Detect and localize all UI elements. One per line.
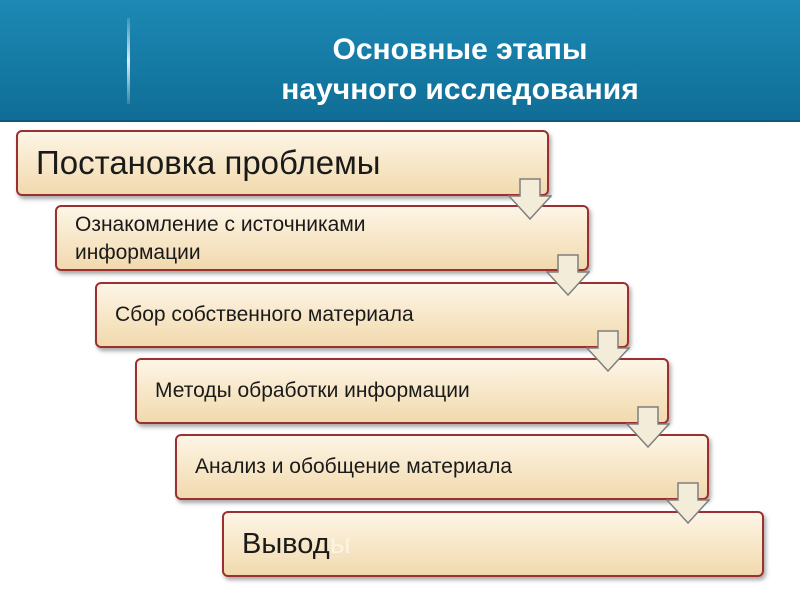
step-label: Постановка проблемы — [36, 144, 381, 181]
step-box-data-collection: Сбор собственного материала — [95, 282, 629, 348]
step-box-conclusions: Выводы — [222, 511, 764, 577]
step-box-source-review: Ознакомление с источниками информации — [55, 205, 589, 271]
down-arrow-icon — [508, 178, 552, 220]
down-arrow-icon — [666, 482, 710, 524]
title-line-2: научного исследования — [281, 73, 639, 106]
step-label: Ознакомление с источниками информации — [75, 213, 366, 264]
down-arrow-icon — [546, 254, 590, 296]
step-label: Анализ и обобщение материала — [195, 455, 513, 478]
step-box-processing-methods: Методы обработки информации — [135, 358, 669, 424]
down-arrow-icon — [586, 330, 630, 372]
banner-divider-line — [127, 18, 130, 104]
step-box-analysis: Анализ и обобщение материала — [175, 434, 709, 500]
step-label: Сбор собственного материала — [115, 303, 414, 326]
header-banner: Основные этапы научного исследования — [0, 0, 800, 122]
step-box-problem-statement: Постановка проблемы — [16, 130, 549, 196]
step-label-faded-suffix: ы — [329, 527, 351, 560]
down-arrow-icon — [626, 406, 670, 448]
step-label: Выводы — [224, 528, 351, 561]
page-title: Основные этапы научного исследования — [200, 30, 720, 110]
step-label-main: Вывод — [242, 527, 330, 560]
title-line-1: Основные этапы — [332, 33, 588, 66]
step-label: Методы обработки информации — [155, 379, 470, 402]
